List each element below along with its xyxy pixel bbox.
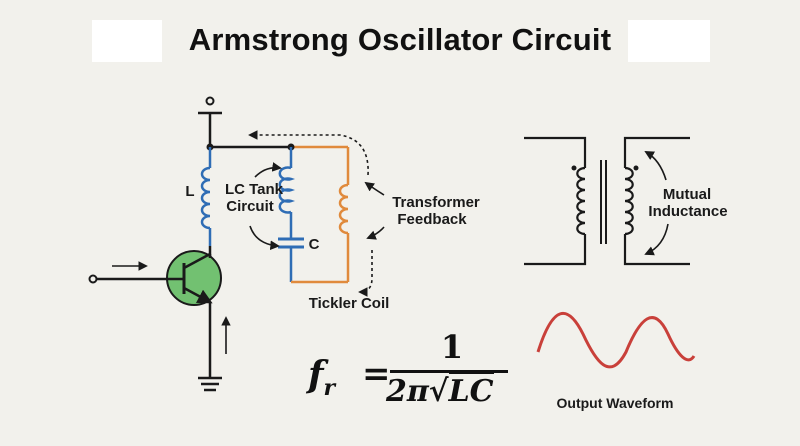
transformer-label-line1: Transformer: [392, 194, 480, 211]
formula-fraction-bar: [390, 370, 508, 373]
transformer-symbol: [524, 136, 690, 266]
sqrt-symbol: √: [428, 374, 449, 409]
transformer-label-line2: Feedback: [397, 211, 467, 228]
mutual-label-line2: Inductance: [648, 203, 728, 220]
inductor-label: L: [185, 183, 195, 200]
tank-arrow-down: [249, 225, 280, 251]
inductor-l-coil: [200, 147, 212, 246]
mutual-arrow-up: [644, 151, 667, 181]
white-patch-left: [92, 20, 162, 62]
tank-label-line1: LC Tank: [224, 181, 284, 198]
tickler-dotted-arrow: [358, 250, 373, 297]
formula-equals: =: [362, 354, 391, 394]
white-patch-right: [628, 20, 710, 62]
formula-denominator: 2π√LC: [386, 372, 494, 409]
mutual-label-line1: Mutual: [662, 186, 712, 203]
transformer-arrow-down: [366, 226, 385, 240]
top-rail-wire: [206, 143, 348, 151]
polarity-dot-right: [633, 165, 639, 171]
waveform-label: Output Waveform: [556, 395, 674, 411]
tickler-coil: [338, 147, 350, 282]
formula-denominator-prefix: 2π: [386, 374, 429, 409]
page-title: Armstrong Oscillator Circuit: [188, 22, 612, 57]
mutual-arrow-down: [644, 223, 669, 256]
tank-coil: [278, 147, 296, 239]
base-input: [88, 261, 184, 284]
polarity-dot-left: [571, 165, 577, 171]
formula-lhs-subscript: r: [323, 375, 336, 402]
capacitor-c: [278, 237, 304, 282]
tickler-label: Tickler Coil: [308, 295, 390, 312]
tank-arrow-up: [254, 162, 282, 178]
transformer-arrow-up: [364, 181, 385, 196]
resonance-formula: fr = 1 2π√LC: [300, 328, 510, 418]
formula-lhs-symbol: f: [308, 354, 324, 396]
formula-numerator: 1: [440, 328, 464, 366]
formula-radicand: LC: [448, 372, 494, 409]
formula-lhs: fr: [308, 354, 335, 401]
ground: [198, 302, 222, 392]
feedback-dotted-arrow: [248, 130, 369, 176]
tank-label-line2: Circuit: [226, 198, 274, 215]
output-waveform: [536, 312, 696, 369]
capacitor-label: C: [308, 236, 320, 253]
vcc-terminal: [198, 96, 222, 147]
